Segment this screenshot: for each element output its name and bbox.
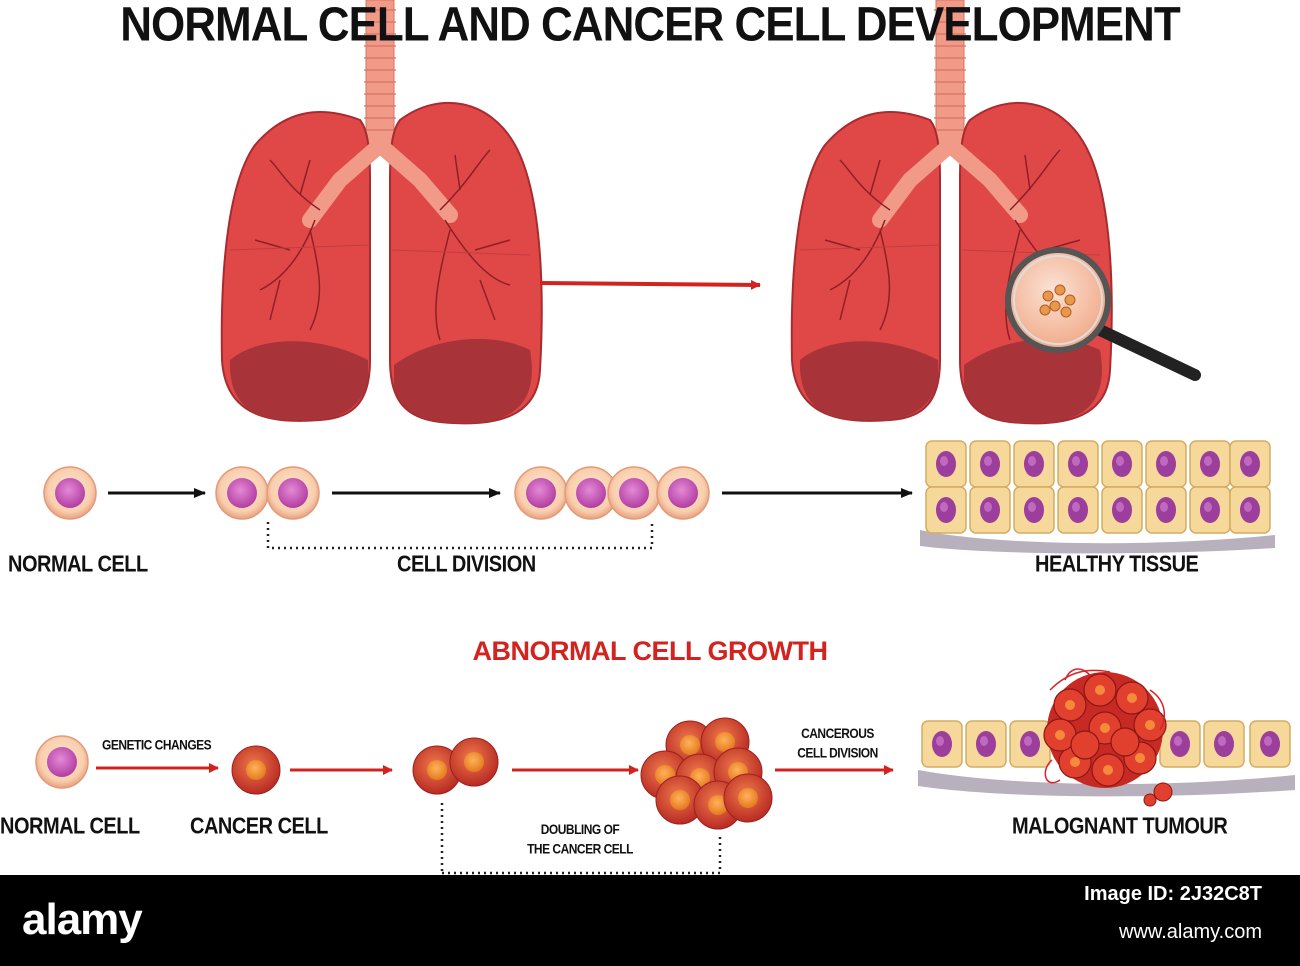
cancer-cell-icon	[449, 737, 499, 787]
abnormal-growth-heading: ABNORMAL CELL GROWTH	[472, 636, 828, 666]
tumour-icon	[1043, 668, 1173, 807]
image-id-value: 2J32C8T	[1179, 883, 1262, 905]
normal-cell-label-2: NORMAL CELL	[0, 814, 140, 840]
cell-division-bracket	[266, 522, 654, 550]
normal-cell-label: NORMAL CELL	[8, 552, 148, 578]
doubling-bracket	[440, 803, 722, 875]
cancerous-division-label: CANCEROUS CELL DIVISION	[775, 724, 900, 763]
cell-icon	[607, 466, 661, 520]
brand-logo: alamy	[22, 895, 143, 944]
tumour-tissue-icon	[918, 720, 1295, 797]
watermark-footer: alamy Image ID: 2J32C8T www.alamy.com	[0, 875, 1300, 966]
cancerous-line-2: CELL DIVISION	[797, 744, 878, 761]
cancer-cluster-icon	[640, 717, 773, 830]
page-title: NORMAL CELL AND CANCER CELL DEVELOPMENT	[120, 0, 1180, 52]
image-id-prefix: Image ID:	[1084, 883, 1180, 905]
malignant-tumour-label: MALOGNANT TUMOUR	[1012, 814, 1228, 840]
normal-lungs-icon	[222, 0, 542, 423]
magnifier-icon	[1005, 247, 1201, 381]
cell-division-label: CELL DIVISION	[397, 552, 536, 578]
image-id: Image ID: 2J32C8T	[1084, 883, 1262, 906]
cancer-cell-icon	[231, 745, 281, 795]
normal-cell-icon	[43, 466, 97, 520]
doubling-line-2: THE CANCER CELL	[527, 840, 633, 857]
cell-icon	[656, 466, 710, 520]
healthy-tissue-icon	[920, 440, 1275, 554]
cell-icon	[514, 466, 568, 520]
doubling-line-1: DOUBLING OF	[540, 821, 620, 838]
healthy-tissue-label: HEALTHY TISSUE	[1035, 552, 1199, 578]
lungs-transition-arrow	[539, 279, 761, 290]
cell-icon	[215, 466, 269, 520]
affected-lungs-icon	[792, 0, 1112, 423]
site-url: www.alamy.com	[1119, 921, 1262, 943]
genetic-changes-label: GENETIC CHANGES	[102, 737, 212, 754]
cell-icon	[266, 466, 320, 520]
cancerous-line-1: CANCEROUS	[801, 725, 874, 742]
cancer-cell-label: CANCER CELL	[190, 814, 328, 840]
normal-cell-icon	[35, 735, 89, 789]
doubling-label: DOUBLING OF THE CANCER CELL	[515, 820, 645, 859]
